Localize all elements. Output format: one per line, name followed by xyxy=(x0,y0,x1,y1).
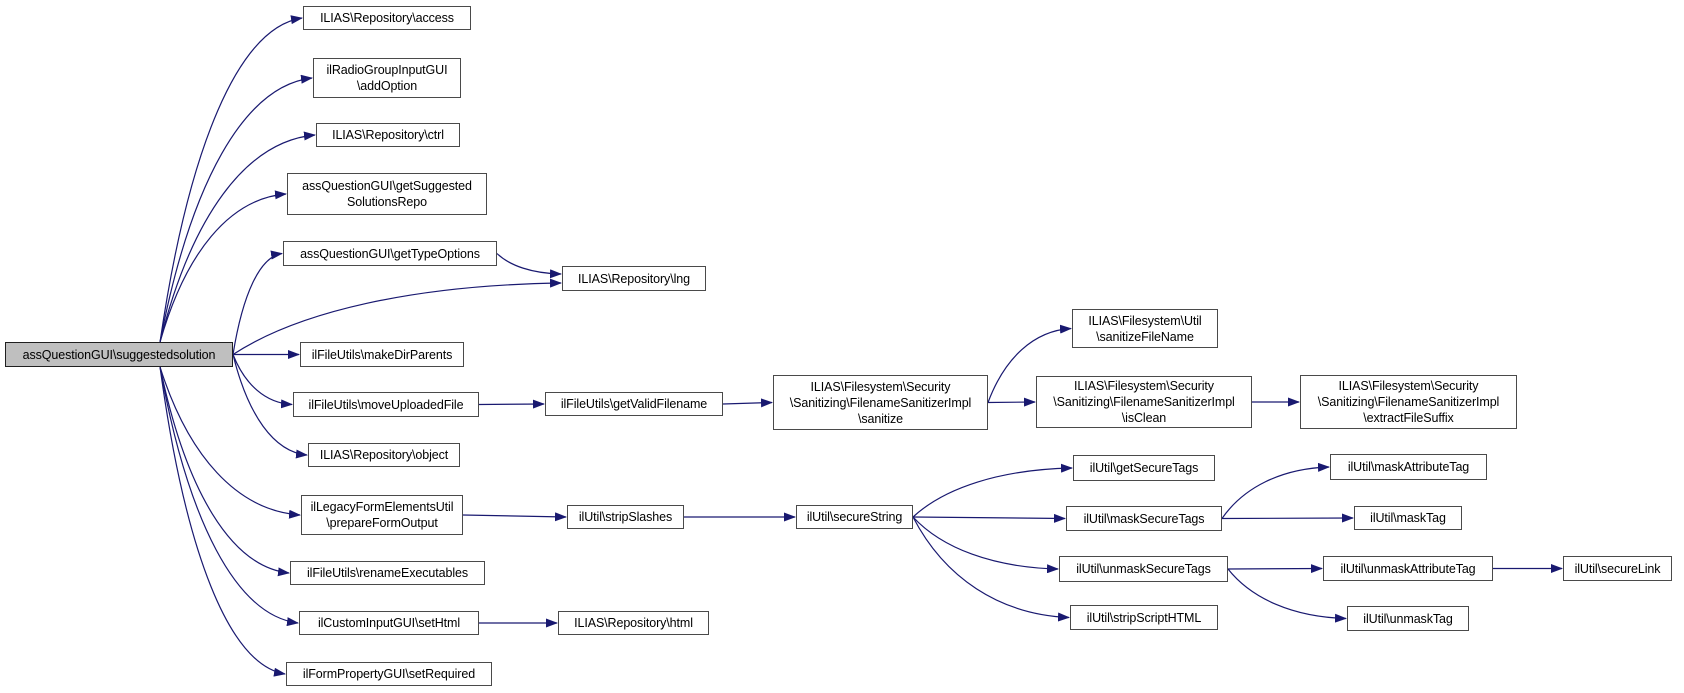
node-isClean[interactable]: ILIAS\Filesystem\Security \Sanitizing\Fi… xyxy=(1036,376,1252,428)
node-secureLink[interactable]: ilUtil\secureLink xyxy=(1563,556,1672,581)
edge-unmaskSecureTags-to-unmaskTag xyxy=(1227,568,1347,623)
edge-suggestedsolution-to-setHtml xyxy=(159,366,299,627)
node-label: ilUtil\unmaskAttributeTag xyxy=(1340,561,1476,576)
edge-getTypeOptions-to-lng xyxy=(496,253,562,279)
edge-suggestedsolution-to-object xyxy=(232,354,308,459)
node-label: ilUtil\secureLink xyxy=(1574,561,1661,576)
node-moveUploadedFile[interactable]: ilFileUtils\moveUploadedFile xyxy=(293,392,479,417)
node-label: ilFileUtils\getValidFilename xyxy=(560,397,708,411)
node-label: ilUtil\stripSlashes xyxy=(578,510,673,524)
edge-prepareFormOutput-to-stripSlashes xyxy=(462,512,567,522)
edge-suggestedsolution-to-renameExecutables xyxy=(159,366,290,577)
edge-secureString-to-getSecureTags xyxy=(912,463,1073,518)
edge-suggestedsolution-to-setRequired xyxy=(159,366,286,677)
node-label: ILIAS\Filesystem\Security \Sanitizing\Fi… xyxy=(1053,379,1235,425)
node-label: ilCustomInputGUI\setHtml xyxy=(317,616,461,630)
edge-sanitize-to-isClean xyxy=(987,397,1036,407)
edge-suggestedsolution-to-moveUploadedFile xyxy=(232,354,293,409)
node-label: ILIAS\Filesystem\Security \Sanitizing\Fi… xyxy=(789,379,972,426)
edge-suggestedsolution-to-lng xyxy=(232,278,562,356)
node-stripScriptHTML[interactable]: ilUtil\stripScriptHTML xyxy=(1070,605,1218,630)
node-label: ILIAS\Repository\html xyxy=(574,616,693,630)
node-makeDirParents[interactable]: ilFileUtils\makeDirParents xyxy=(300,342,464,367)
edge-secureString-to-unmaskSecureTags xyxy=(912,516,1059,574)
node-getSecureTags[interactable]: ilUtil\getSecureTags xyxy=(1073,455,1215,481)
node-ctrl[interactable]: ILIAS\Repository\ctrl xyxy=(316,123,460,147)
node-object[interactable]: ILIAS\Repository\object xyxy=(308,443,460,467)
node-secureString[interactable]: ilUtil\secureString xyxy=(796,505,913,529)
node-renameExecutables[interactable]: ilFileUtils\renameExecutables xyxy=(290,561,485,585)
node-label: ilFileUtils\moveUploadedFile xyxy=(308,397,464,412)
edge-secureString-to-maskSecureTags xyxy=(912,513,1066,523)
edge-secureString-to-stripScriptHTML xyxy=(912,516,1070,622)
node-access[interactable]: ILIAS\Repository\access xyxy=(303,6,471,30)
node-maskAttributeTag[interactable]: ilUtil\maskAttributeTag xyxy=(1330,454,1487,480)
edge-maskSecureTags-to-maskTag xyxy=(1221,513,1354,523)
edge-moveUploadedFile-to-getValidFilename xyxy=(478,399,545,409)
node-label: assQuestionGUI\getSuggested SolutionsRep… xyxy=(302,179,472,209)
node-label: assQuestionGUI\getTypeOptions xyxy=(300,246,480,261)
node-label: ilUtil\stripScriptHTML xyxy=(1086,610,1202,625)
node-label: ilUtil\getSecureTags xyxy=(1089,461,1199,475)
node-label: ilUtil\maskTag xyxy=(1370,511,1446,525)
node-html[interactable]: ILIAS\Repository\html xyxy=(558,611,709,635)
node-sanitizeFileName[interactable]: ILIAS\Filesystem\Util \sanitizeFileName xyxy=(1072,309,1218,348)
node-addOption[interactable]: ilRadioGroupInputGUI \addOption xyxy=(313,58,461,98)
node-label: ilFileUtils\makeDirParents xyxy=(311,347,453,362)
edge-suggestedsolution-to-prepareFormOutput xyxy=(159,366,301,519)
node-label: ILIAS\Filesystem\Security \Sanitizing\Fi… xyxy=(1317,379,1500,425)
node-label: ilUtil\unmaskTag xyxy=(1363,611,1453,626)
node-unmaskTag[interactable]: ilUtil\unmaskTag xyxy=(1347,606,1469,631)
node-maskTag[interactable]: ilUtil\maskTag xyxy=(1354,506,1462,530)
node-label: ILIAS\Repository\object xyxy=(319,448,449,462)
node-label: ILIAS\Filesystem\Util \sanitizeFileName xyxy=(1088,313,1202,344)
node-maskSecureTags[interactable]: ilUtil\maskSecureTags xyxy=(1066,506,1222,531)
node-label: ilFileUtils\renameExecutables xyxy=(306,566,469,580)
edge-suggestedsolution-to-access xyxy=(159,15,303,343)
node-label: ILIAS\Repository\lng xyxy=(578,271,690,286)
node-setHtml[interactable]: ilCustomInputGUI\setHtml xyxy=(299,611,479,635)
node-label: ILIAS\Repository\access xyxy=(320,11,454,25)
edge-suggestedsolution-to-getSuggestedSolutionsRepo xyxy=(159,190,287,343)
node-getSuggestedSolutionsRepo[interactable]: assQuestionGUI\getSuggested SolutionsRep… xyxy=(287,173,487,215)
edge-suggestedsolution-to-ctrl xyxy=(159,131,316,343)
node-stripSlashes[interactable]: ilUtil\stripSlashes xyxy=(567,505,684,529)
edge-suggestedsolution-to-getTypeOptions xyxy=(232,250,283,355)
node-label: ILIAS\Repository\ctrl xyxy=(332,128,444,142)
node-extractFileSuffix[interactable]: ILIAS\Filesystem\Security \Sanitizing\Fi… xyxy=(1300,375,1517,429)
node-suggestedsolution[interactable]: assQuestionGUI\suggestedsolution xyxy=(5,342,233,367)
node-prepareFormOutput[interactable]: ilLegacyFormElementsUtil \prepareFormOut… xyxy=(301,495,463,535)
node-label: ilLegacyFormElementsUtil \prepareFormOut… xyxy=(310,500,454,530)
node-label: ilRadioGroupInputGUI \addOption xyxy=(326,63,448,93)
edge-suggestedsolution-to-addOption xyxy=(159,74,313,343)
node-getTypeOptions[interactable]: assQuestionGUI\getTypeOptions xyxy=(283,241,497,266)
edge-getValidFilename-to-sanitize xyxy=(722,398,773,408)
node-label: assQuestionGUI\suggestedsolution xyxy=(22,347,216,362)
edge-sanitize-to-sanitizeFileName xyxy=(987,324,1072,403)
node-setRequired[interactable]: ilFormPropertyGUI\setRequired xyxy=(286,662,492,686)
node-label: ilFormPropertyGUI\setRequired xyxy=(302,667,476,681)
node-lng[interactable]: ILIAS\Repository\lng xyxy=(562,266,706,291)
node-sanitize[interactable]: ILIAS\Filesystem\Security \Sanitizing\Fi… xyxy=(773,375,988,430)
node-label: ilUtil\maskAttributeTag xyxy=(1347,460,1470,474)
node-getValidFilename[interactable]: ilFileUtils\getValidFilename xyxy=(545,392,723,416)
edge-maskSecureTags-to-maskAttributeTag xyxy=(1221,462,1330,519)
node-label: ilUtil\unmaskSecureTags xyxy=(1076,562,1211,576)
node-unmaskAttributeTag[interactable]: ilUtil\unmaskAttributeTag xyxy=(1323,556,1493,581)
node-unmaskSecureTags[interactable]: ilUtil\unmaskSecureTags xyxy=(1059,556,1228,582)
node-label: ilUtil\maskSecureTags xyxy=(1083,511,1205,526)
node-label: ilUtil\secureString xyxy=(806,510,903,524)
edge-unmaskSecureTags-to-unmaskAttributeTag xyxy=(1227,564,1323,574)
